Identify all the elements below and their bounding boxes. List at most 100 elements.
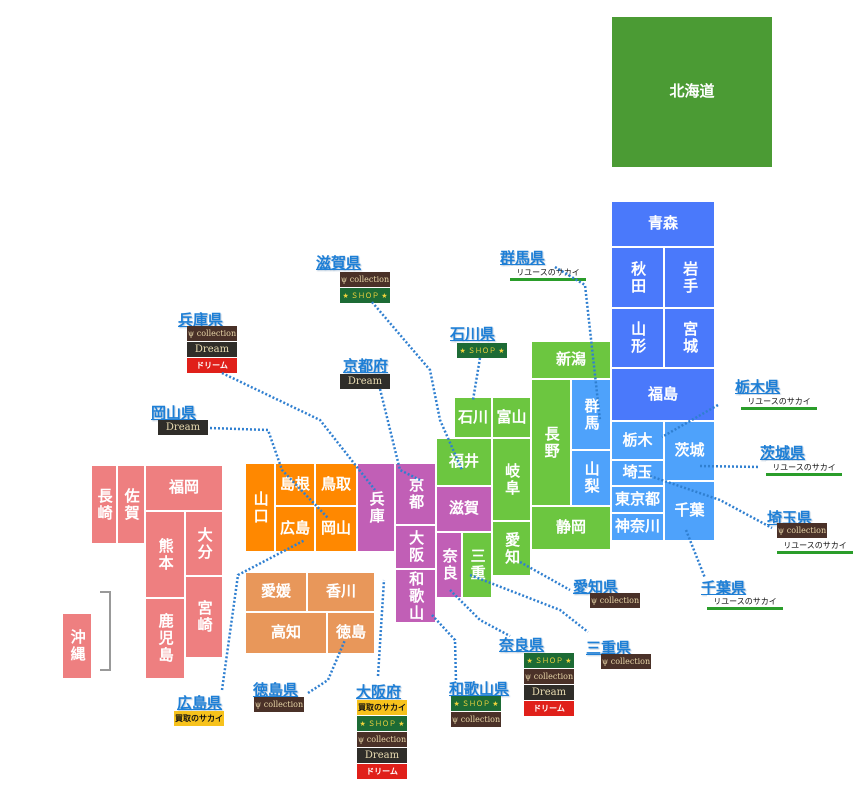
prefecture-akita[interactable]: 秋田: [611, 247, 664, 308]
shop-badge-collection[interactable]: ψ collection: [340, 272, 390, 287]
shop-badge-green[interactable]: ★ ＳＨＯＰ ★: [357, 716, 407, 731]
prefecture-gifu[interactable]: 岐阜: [492, 438, 531, 521]
shop-badge-dream[interactable]: Dream: [158, 420, 208, 435]
shop-link-hiroshima[interactable]: 広島県: [177, 694, 223, 712]
shop-badge-green[interactable]: ★ ＳＨＯＰ ★: [457, 343, 507, 358]
prefecture-hyogo[interactable]: 兵庫: [357, 463, 395, 552]
prefecture-kagawa[interactable]: 香川: [307, 572, 375, 612]
prefecture-nagasaki[interactable]: 長崎: [91, 465, 117, 544]
shop-link-gunma[interactable]: 群馬県: [500, 249, 546, 267]
prefecture-fukui[interactable]: 福井: [436, 438, 492, 486]
shop-badge-collection[interactable]: ψ collection: [777, 523, 827, 538]
prefecture-name: 茨城: [674, 441, 705, 460]
prefecture-shizuoka[interactable]: 静岡: [531, 506, 611, 550]
shop-badge-green[interactable]: ★ ＳＨＯＰ ★: [451, 696, 501, 711]
shop-badge-reuse[interactable]: リユースのサカイ: [766, 461, 842, 476]
prefecture-aichi[interactable]: 愛知: [492, 521, 531, 576]
connector-mie: [469, 573, 589, 633]
shop-badge-reuse[interactable]: リユースのサカイ: [510, 266, 586, 281]
shop-link-tochigi[interactable]: 栃木県: [735, 378, 781, 396]
shop-badge-dream[interactable]: Dream: [524, 685, 574, 700]
prefecture-yamanashi[interactable]: 山梨: [571, 450, 611, 506]
prefecture-kochi[interactable]: 高知: [245, 612, 327, 654]
prefecture-name: 新潟: [555, 350, 586, 369]
shop-badge-reuse[interactable]: リユースのサカイ: [741, 395, 817, 410]
shop-link-osaka[interactable]: 大阪府: [356, 683, 402, 701]
prefecture-kyoto[interactable]: 京都: [395, 463, 436, 525]
shop-badge-collection[interactable]: ψ collection: [357, 732, 407, 747]
shop-badge-dream[interactable]: Dream: [357, 748, 407, 763]
shop-link-okayama[interactable]: 岡山県: [151, 404, 197, 422]
prefecture-wakayama[interactable]: 和歌山: [395, 569, 436, 623]
prefecture-name: 山口: [251, 490, 270, 525]
shop-link-shiga[interactable]: 滋賀県: [316, 254, 362, 272]
prefecture-mie[interactable]: 三重: [462, 532, 492, 598]
prefecture-okayama[interactable]: 岡山: [315, 506, 357, 552]
prefecture-kanagawa[interactable]: 神奈川: [611, 513, 664, 541]
shop-link-ishikawa[interactable]: 石川県: [450, 325, 496, 343]
prefecture-gunma[interactable]: 群馬: [571, 379, 611, 450]
prefecture-fukushima[interactable]: 福島: [611, 368, 715, 421]
prefecture-chiba[interactable]: 千葉: [664, 481, 715, 541]
prefecture-name: 大阪: [407, 530, 426, 564]
prefecture-yamaguchi[interactable]: 山口: [245, 463, 275, 552]
shop-badge-doreem[interactable]: ドリーム: [357, 764, 407, 779]
prefecture-niigata[interactable]: 新潟: [531, 341, 611, 379]
prefecture-ishikawa[interactable]: 石川: [454, 397, 492, 438]
prefecture-yamagata[interactable]: 山形: [611, 308, 664, 368]
prefecture-aomori[interactable]: 青森: [611, 201, 715, 247]
prefecture-oita[interactable]: 大分: [185, 511, 223, 576]
shop-badge-green[interactable]: ★ ＳＨＯＰ ★: [524, 653, 574, 668]
prefecture-tokyo[interactable]: 東京都: [611, 486, 664, 513]
prefecture-osaka[interactable]: 大阪: [395, 525, 436, 569]
prefecture-tottori[interactable]: 鳥取: [315, 463, 357, 506]
prefecture-toyama[interactable]: 富山: [492, 397, 531, 438]
prefecture-okinawa[interactable]: 沖縄: [62, 613, 92, 679]
prefecture-miyagi[interactable]: 宮城: [664, 308, 715, 368]
shop-link-ibaraki[interactable]: 茨城県: [760, 444, 806, 462]
prefecture-tochigi[interactable]: 栃木: [611, 421, 664, 460]
shop-link-tokushima[interactable]: 徳島県: [253, 681, 299, 699]
shop-badge-doreem[interactable]: ドリーム: [187, 358, 237, 373]
shop-badge-dream[interactable]: Dream: [187, 342, 237, 357]
prefecture-kumamoto[interactable]: 熊本: [145, 511, 185, 598]
prefecture-miyazaki[interactable]: 宮崎: [185, 576, 223, 658]
prefecture-ehime[interactable]: 愛媛: [245, 572, 307, 612]
shop-link-aichi[interactable]: 愛知県: [573, 578, 619, 596]
shop-badge-collection[interactable]: ψ collection: [451, 712, 501, 727]
prefecture-fukuoka[interactable]: 福岡: [145, 465, 223, 511]
shop-link-chiba[interactable]: 千葉県: [701, 579, 747, 597]
shop-badge-doreem[interactable]: ドリーム: [524, 701, 574, 716]
prefecture-name: 沖縄: [68, 629, 87, 663]
shop-link-hyogo[interactable]: 兵庫県: [178, 311, 224, 329]
prefecture-hokkaido[interactable]: 北海道: [611, 16, 773, 168]
shop-badge-dream[interactable]: Dream: [340, 374, 390, 389]
connector-hyogo: [221, 371, 376, 491]
shop-badge-collection[interactable]: ψ collection: [524, 669, 574, 684]
shop-link-mie[interactable]: 三重県: [586, 639, 632, 657]
prefecture-name: 福岡: [168, 478, 199, 497]
prefecture-nara[interactable]: 奈良: [436, 532, 462, 598]
connector-hiroshima: [220, 538, 306, 691]
shop-badge-collection[interactable]: ψ collection: [254, 697, 304, 712]
prefecture-kagoshima[interactable]: 鹿児島: [145, 598, 185, 679]
shop-link-wakayama[interactable]: 和歌山県: [449, 680, 510, 698]
shop-badge-saikai[interactable]: 買取のサカイ: [357, 700, 407, 715]
shop-link-saitama[interactable]: 埼玉県: [767, 509, 813, 527]
shop-link-kyoto[interactable]: 京都府: [343, 357, 389, 375]
prefecture-tokushima[interactable]: 徳島: [327, 612, 375, 654]
shop-badge-saikai[interactable]: 買取のサカイ: [174, 711, 224, 726]
prefecture-saitama[interactable]: 埼玉: [611, 460, 664, 486]
prefecture-shiga[interactable]: 滋賀: [436, 486, 492, 532]
shop-badge-reuse[interactable]: リユースのサカイ: [707, 595, 783, 610]
prefecture-iwate[interactable]: 岩手: [664, 247, 715, 308]
prefecture-saga[interactable]: 佐賀: [117, 465, 145, 544]
shop-badge-collection[interactable]: ψ collection: [590, 593, 640, 608]
prefecture-name: 滋賀: [448, 499, 479, 518]
shop-link-nara[interactable]: 奈良県: [499, 636, 545, 654]
shop-badge-reuse[interactable]: リユースのサカイ: [777, 539, 853, 554]
shop-badge-green[interactable]: ★ ＳＨＯＰ ★: [340, 288, 390, 303]
shop-badge-collection[interactable]: ψ collection: [187, 326, 237, 341]
prefecture-nagano[interactable]: 長野: [531, 379, 571, 506]
shop-badge-collection[interactable]: ψ collection: [601, 654, 651, 669]
